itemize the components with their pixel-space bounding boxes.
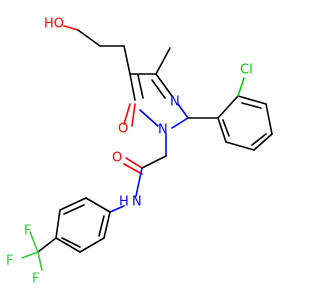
hydroxyl-label: HO — [44, 17, 64, 32]
acetamide-linker — [109, 133, 167, 213]
chlorophenyl-ring — [187, 77, 273, 151]
trifluoromethylphenyl-ring — [21, 197, 111, 271]
chlorine-label: Cl — [240, 63, 253, 78]
hydroxyethyl-chain — [63, 25, 131, 75]
amide-nitrogen-label: N — [132, 195, 142, 210]
amide-oxygen-label: O — [112, 151, 122, 166]
methyl-bond — [155, 47, 171, 75]
fluorine-top-label: F — [24, 224, 31, 239]
amide-hydrogen-label: H — [119, 195, 129, 210]
ring-nitrogen-n1-label: N — [158, 123, 168, 138]
fluorine-bottom-label: F — [32, 272, 39, 287]
molecule-structure: HO O N N Cl O N H F F F — [6, 17, 273, 287]
ring-nitrogen-n3-label: N — [170, 95, 180, 110]
fluorine-left-label: F — [6, 254, 13, 269]
ring-carbonyl-oxygen-label: O — [118, 122, 128, 137]
pyrimidinone-ring — [123, 73, 189, 129]
